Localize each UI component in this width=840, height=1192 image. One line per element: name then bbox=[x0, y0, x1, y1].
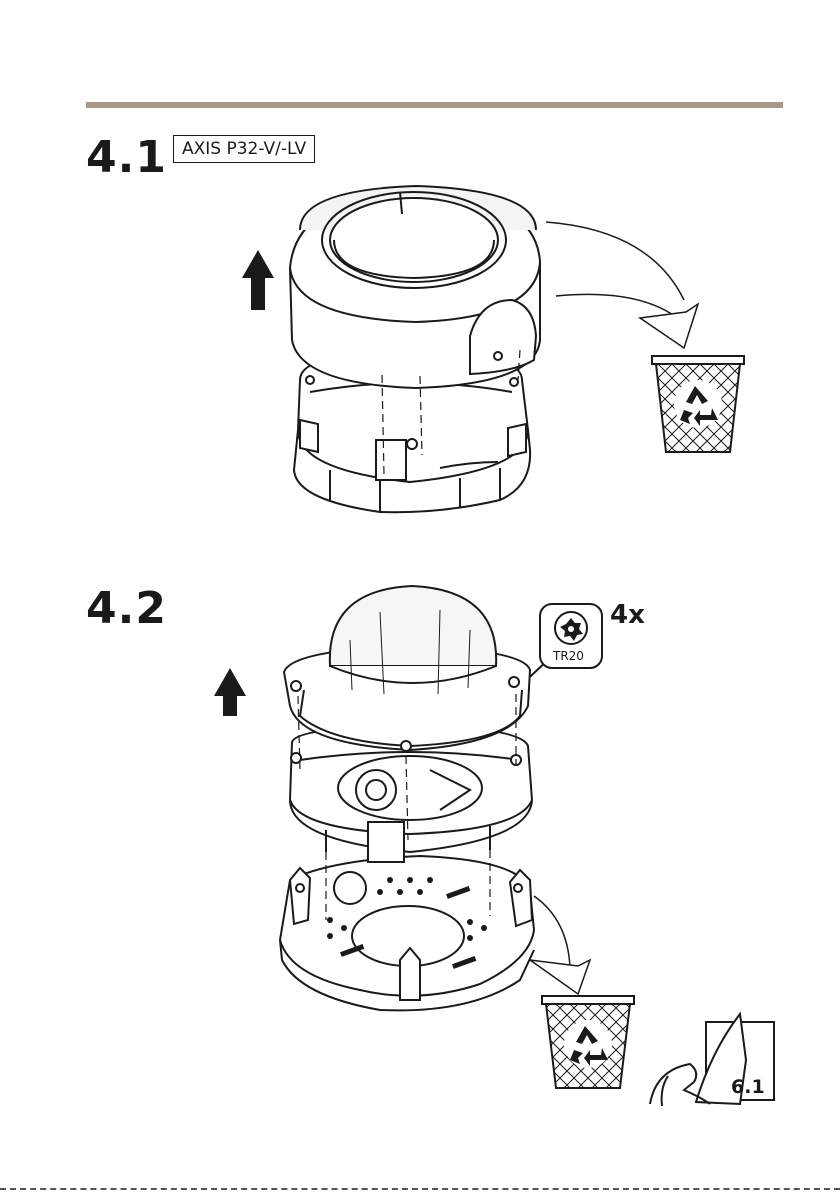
up-arrow-icon bbox=[242, 250, 274, 310]
discard-arrow bbox=[546, 222, 698, 348]
page-bottom-edge bbox=[0, 1188, 840, 1190]
torx-tool-icon bbox=[520, 604, 602, 686]
reference-step-label: 6.1 bbox=[731, 1076, 765, 1098]
up-arrow-icon bbox=[214, 668, 246, 716]
recycle-bin-icon bbox=[652, 356, 744, 452]
recycle-bin-icon bbox=[542, 996, 634, 1088]
mounting-plate bbox=[280, 856, 534, 1010]
discard-arrow bbox=[530, 896, 590, 994]
tool-size-label: TR20 bbox=[553, 649, 584, 663]
